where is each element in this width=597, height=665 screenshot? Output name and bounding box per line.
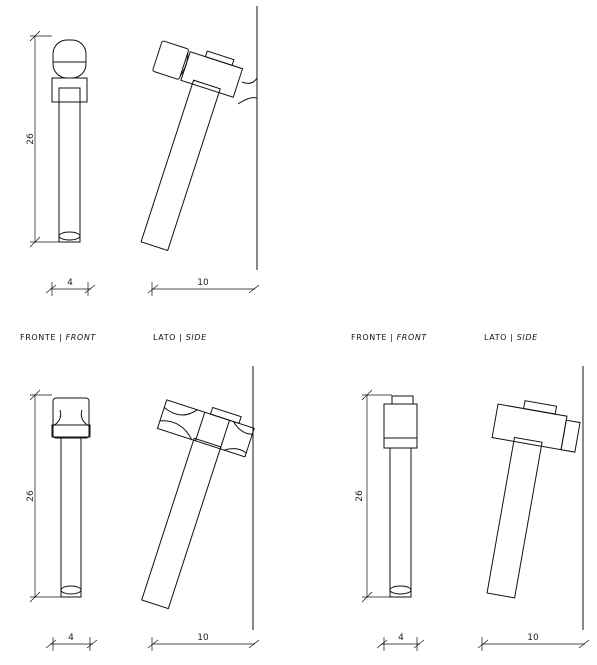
depth-dimension-label: 10 xyxy=(197,278,209,288)
front-view-bottom-left: 26 4 xyxy=(26,389,98,651)
side-view-label-right: LATO | SIDE xyxy=(484,333,538,342)
label-side-italian: LATO xyxy=(484,333,508,342)
height-dimension-label: 26 xyxy=(26,490,36,502)
label-side-italian: LATO xyxy=(153,333,177,342)
label-separator: | xyxy=(179,333,183,342)
label-separator: | xyxy=(510,333,514,342)
label-front-italian: FRONTE xyxy=(20,333,56,342)
label-side-english: SIDE xyxy=(185,333,207,342)
label-side-english: SIDE xyxy=(516,333,538,342)
width-dimension-label: 4 xyxy=(398,633,404,643)
side-view-bottom-left: 10 xyxy=(141,366,260,651)
depth-dimension-label: 10 xyxy=(197,633,209,643)
height-dimension-label: 26 xyxy=(26,133,36,145)
label-front-english: FRONT xyxy=(65,333,96,342)
label-separator: | xyxy=(59,333,63,342)
side-view-top: 10 xyxy=(140,6,260,296)
label-front-italian: FRONTE xyxy=(351,333,387,342)
side-view-bottom-right: 10 xyxy=(477,366,590,651)
front-view-label-right: FRONTE | FRONT xyxy=(351,333,427,342)
depth-dimension-label: 10 xyxy=(527,633,539,643)
width-dimension-label: 4 xyxy=(68,633,74,643)
height-dimension-label: 26 xyxy=(355,490,365,502)
label-front-english: FRONT xyxy=(396,333,427,342)
front-view-top: 26 4 xyxy=(26,30,96,296)
width-dimension-label: 4 xyxy=(67,278,73,288)
side-view-label: LATO | SIDE xyxy=(153,333,207,342)
front-view-bottom-right: 26 4 xyxy=(355,389,425,651)
front-view-label: FRONTE | FRONT xyxy=(20,333,96,342)
label-separator: | xyxy=(390,333,394,342)
